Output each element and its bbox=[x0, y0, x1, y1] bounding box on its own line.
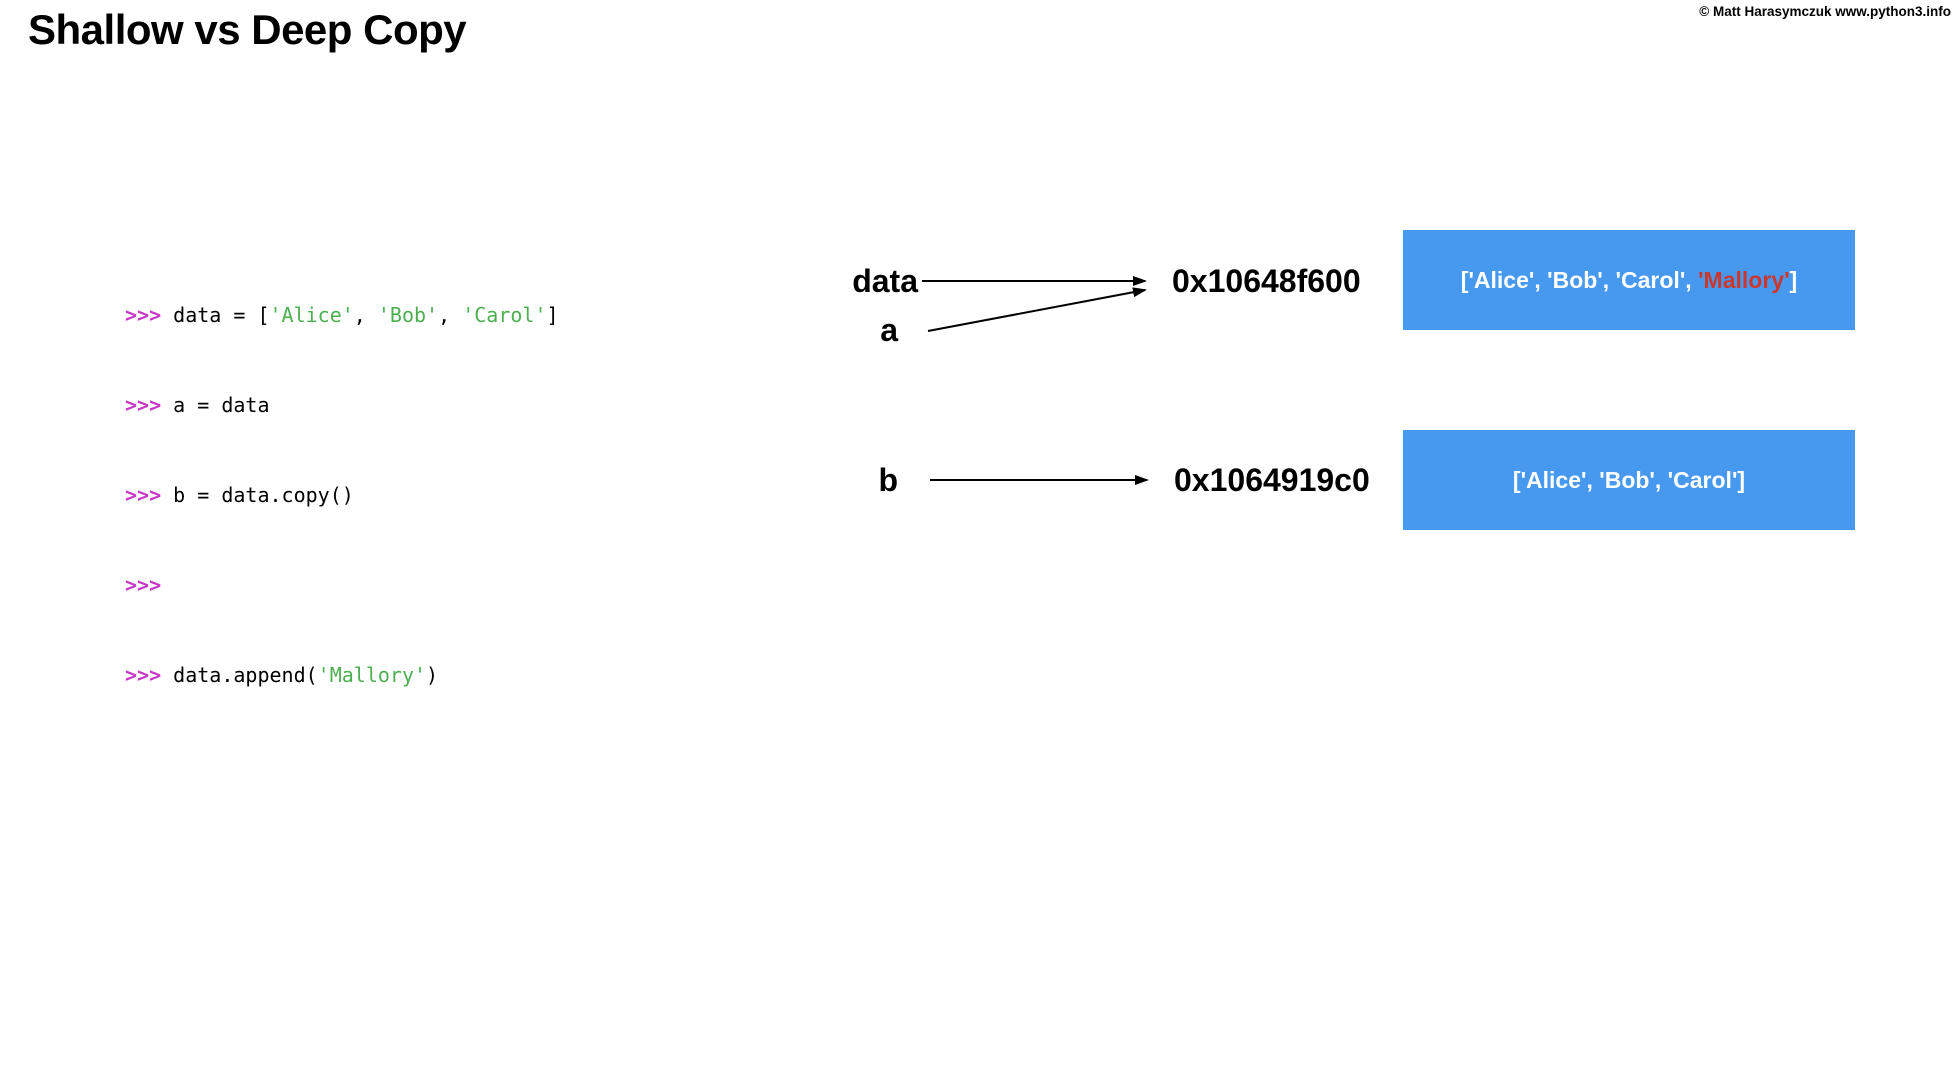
token-code: ] bbox=[546, 303, 559, 327]
memory-address-2: 0x1064919c0 bbox=[1174, 462, 1370, 498]
token-prompt: >>> bbox=[125, 573, 162, 597]
memory-box-shared-list: ['Alice', 'Bob', 'Carol', 'Mallory'] bbox=[1403, 230, 1855, 330]
arrow-a-to-address1 bbox=[927, 287, 1147, 332]
code-line: >>> data = ['Alice', 'Bob', 'Carol'] bbox=[125, 300, 559, 330]
python-repl-code: >>> data = ['Alice', 'Bob', 'Carol'] >>>… bbox=[125, 240, 559, 750]
variable-label-b: b bbox=[878, 462, 898, 498]
token-red: 'Mallory' bbox=[1698, 266, 1790, 293]
token-str: 'Bob' bbox=[377, 303, 439, 327]
token-white: ['Alice', 'Bob', 'Carol', bbox=[1460, 266, 1699, 293]
code-line: >>> b = data.copy() bbox=[125, 480, 559, 510]
page-title: Shallow vs Deep Copy bbox=[28, 6, 467, 53]
token-code: a = data bbox=[173, 393, 270, 417]
token-code: , bbox=[438, 303, 463, 327]
variable-label-a: a bbox=[880, 312, 898, 348]
token-code: ) bbox=[426, 663, 439, 687]
token-code: data = [ bbox=[173, 303, 270, 327]
memory-address-1: 0x10648f600 bbox=[1172, 263, 1361, 299]
token-prompt: >>> bbox=[125, 663, 174, 687]
token-code: data.append( bbox=[173, 663, 318, 687]
code-line: >>> a = data bbox=[125, 390, 559, 420]
token-code: b = data.copy() bbox=[173, 483, 354, 507]
copyright-notice: © Matt Harasymczuk www.python3.info bbox=[1699, 4, 1951, 19]
variable-label-data: data bbox=[852, 263, 918, 299]
memory-box-copied-list: ['Alice', 'Bob', 'Carol'] bbox=[1403, 430, 1855, 530]
token-code: , bbox=[353, 303, 378, 327]
code-line: >>> data.append('Mallory') bbox=[125, 660, 559, 690]
token-prompt: >>> bbox=[125, 393, 174, 417]
token-str: 'Alice' bbox=[269, 303, 354, 327]
token-white: ['Alice', 'Bob', 'Carol'] bbox=[1512, 466, 1746, 493]
token-white: ] bbox=[1789, 266, 1798, 293]
token-str: 'Mallory' bbox=[317, 663, 427, 687]
token-prompt: >>> bbox=[125, 303, 174, 327]
token-prompt: >>> bbox=[125, 483, 174, 507]
token-str: 'Carol' bbox=[462, 303, 547, 327]
code-line: >>> bbox=[125, 570, 559, 600]
